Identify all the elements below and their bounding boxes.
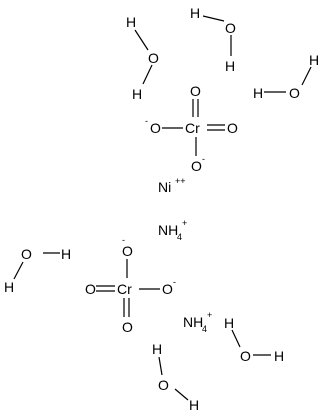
water-molecule-3: H O H — [253, 52, 319, 101]
atom-h: H — [253, 85, 263, 101]
bond — [301, 66, 312, 86]
atom-o: O — [122, 243, 133, 259]
atom-o: O — [122, 319, 133, 335]
charge-minus: - — [173, 277, 176, 287]
subscript-4: 4 — [177, 232, 182, 242]
atom-h: H — [224, 315, 234, 331]
charge-plus: + — [182, 218, 187, 228]
atom-h: H — [274, 348, 284, 364]
bond — [142, 64, 153, 85]
atom-o: O — [191, 158, 202, 174]
atom-o: O — [150, 120, 161, 136]
chromate-ion-2: - O O Cr O - O — [85, 235, 176, 335]
atom-h: H — [132, 86, 142, 102]
atom-o: O — [85, 281, 96, 297]
water-molecule-1: H O H — [126, 14, 159, 102]
bond — [134, 29, 149, 51]
bond — [202, 15, 225, 22]
chromate-ion-1: - O Cr O O O - — [145, 83, 238, 174]
nickel-ion: Ni ++ — [158, 176, 186, 195]
ammonium-ion-1: NH 4 + — [158, 218, 187, 242]
atom-h: H — [309, 52, 319, 68]
atom-o: O — [227, 120, 238, 136]
atom-h: H — [189, 397, 199, 413]
atom-h: H — [61, 246, 71, 262]
water-molecule-6: H O H — [152, 341, 199, 413]
bond — [231, 329, 241, 348]
bond — [158, 356, 163, 376]
ammonium-ion-2: NH 4 + — [183, 310, 212, 334]
atom-o: O — [162, 281, 173, 297]
charge-plus: + — [207, 310, 212, 320]
atom-h: H — [152, 341, 162, 357]
atom-h: H — [225, 58, 235, 74]
water-molecule-5: H O H — [224, 315, 284, 364]
atom-o: O — [225, 20, 236, 36]
atom-o: O — [289, 85, 300, 101]
atom-o: O — [240, 348, 251, 364]
subscript-4: 4 — [202, 324, 207, 334]
atom-h: H — [126, 14, 136, 30]
charge-plus-plus: ++ — [175, 176, 186, 186]
atom-nh: NH — [158, 222, 178, 238]
atom-o: O — [158, 377, 169, 393]
bond — [174, 388, 189, 401]
atom-cr: Cr — [117, 281, 132, 297]
atom-h: H — [4, 279, 14, 295]
water-molecule-4: O H H — [4, 246, 71, 295]
atom-nh: NH — [183, 314, 203, 330]
charge-minus: - — [202, 154, 205, 164]
charge-minus: - — [145, 116, 148, 126]
atom-h: H — [190, 5, 200, 21]
bond — [13, 261, 24, 280]
atom-o: O — [190, 83, 201, 99]
atom-o: O — [21, 246, 32, 262]
atom-o: O — [148, 50, 159, 66]
charge-minus: - — [122, 235, 125, 245]
water-molecule-2: H O H — [190, 5, 236, 74]
atom-cr: Cr — [185, 120, 200, 136]
atom-ni: Ni — [158, 179, 171, 195]
